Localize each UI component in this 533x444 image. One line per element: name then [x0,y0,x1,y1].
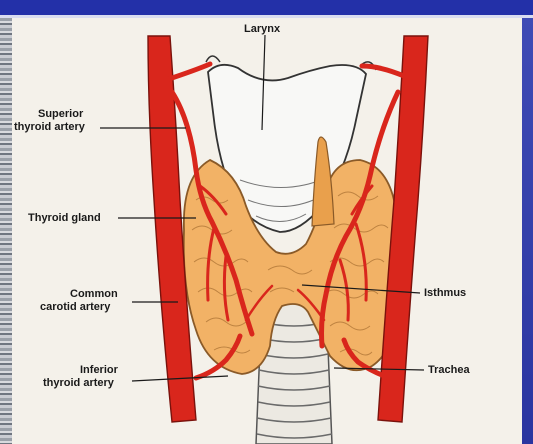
label-inferior-thyroid-artery-line2: thyroid artery [43,377,114,390]
label-common-carotid-artery-line2: carotid artery [40,301,110,314]
label-superior-thyroid-artery-line2: thyroid artery [14,121,85,134]
label-inferior-thyroid-artery-line1: Inferior [80,364,118,377]
label-common-carotid-artery-line1: Common [70,288,118,301]
label-superior-thyroid-artery-line1: Superior [38,108,83,121]
label-thyroid-gland: Thyroid gland [28,212,101,225]
label-isthmus: Isthmus [424,287,466,300]
label-trachea: Trachea [428,364,470,377]
label-larynx: Larynx [244,23,280,36]
